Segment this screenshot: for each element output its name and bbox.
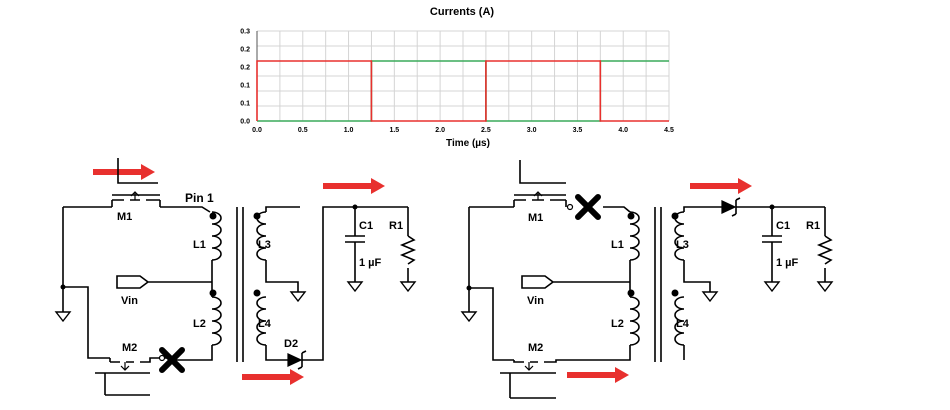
m1-label: M1 <box>117 211 132 223</box>
vin-terminal <box>116 275 212 289</box>
c1-value: 1 µF <box>359 257 382 269</box>
ground-symbol <box>290 291 306 302</box>
y-tick-label: 0.0 <box>240 119 250 126</box>
m1-label: M1 <box>528 212 543 224</box>
ground-symbol <box>55 311 71 322</box>
x-axis-ticks: 0.0 0.5 1.0 1.5 2.0 2.5 3.0 3.5 4.0 4.5 <box>252 127 674 134</box>
y-tick-label: 0.2 <box>240 47 250 54</box>
off-cross-icon <box>578 197 598 217</box>
x-tick-label: 1.5 <box>389 127 399 134</box>
l1-label: L1 <box>611 239 624 251</box>
x-tick-label: 0.5 <box>298 127 308 134</box>
current-arrow-output <box>690 178 752 194</box>
m2-label: M2 <box>122 342 137 354</box>
l2-coil <box>629 296 640 346</box>
y-axis-ticks: 0.0 0.1 0.1 0.2 0.2 0.3 <box>240 29 250 126</box>
x-tick-label: 4.0 <box>618 127 628 134</box>
r1-resistor <box>817 207 833 292</box>
d2-diode <box>721 197 825 217</box>
vin-label: Vin <box>121 295 138 307</box>
series-line <box>256 60 669 122</box>
l2-label: L2 <box>611 318 624 330</box>
l4-label: L4 <box>676 318 690 330</box>
left-circuit: M1 Pin 1 L1 L2 Vin L3 L4 <box>55 158 416 396</box>
ground-symbol <box>347 281 363 292</box>
transformer-core <box>654 207 662 362</box>
vin-terminal <box>521 275 630 289</box>
current-arrow-m2 <box>567 367 629 383</box>
top-rail <box>63 206 211 213</box>
l3-label: L3 <box>676 239 689 251</box>
m2-transistor <box>95 357 170 396</box>
x-tick-label: 0.0 <box>252 127 262 134</box>
chart-grid <box>256 30 670 122</box>
ground-symbol <box>817 281 833 292</box>
m1-transistor <box>111 158 161 207</box>
y-tick-label: 0.3 <box>240 29 250 36</box>
c1-label: C1 <box>359 220 373 232</box>
current-arrow-d2 <box>242 369 304 385</box>
x-axis-label: Time (µs) <box>446 138 490 149</box>
l1-label: L1 <box>193 239 206 251</box>
current-arrow-m1 <box>93 164 155 180</box>
ground-symbol <box>461 311 477 322</box>
pin1-label: Pin 1 <box>185 191 214 205</box>
r1-label: R1 <box>389 220 403 232</box>
right-circuit: M1 L1 L2 Vin L3 L4 <box>461 160 833 399</box>
d2-label: D2 <box>284 338 298 350</box>
r1-resistor <box>400 207 416 292</box>
l3-label: L3 <box>258 239 271 251</box>
chart-title: Currents (A) <box>430 6 495 18</box>
l4-label: L4 <box>258 318 272 330</box>
c1-label: C1 <box>776 220 790 232</box>
ground-symbol <box>702 291 718 302</box>
current-arrow-output <box>323 178 385 194</box>
d2-diode <box>287 206 355 370</box>
m1-transistor <box>513 160 567 207</box>
chart-series <box>256 60 669 122</box>
y-tick-label: 0.2 <box>240 65 250 72</box>
x-tick-label: 2.5 <box>481 127 491 134</box>
ground-symbol <box>400 281 416 292</box>
c1-capacitor <box>762 207 782 292</box>
m2-transistor <box>500 359 560 399</box>
l2-label: L2 <box>193 318 206 330</box>
c1-value: 1 µF <box>776 257 799 269</box>
m2-label: M2 <box>528 342 543 354</box>
ground-symbol <box>764 281 780 292</box>
y-tick-label: 0.1 <box>240 101 250 108</box>
currents-chart: Currents (A) 0.0 0.1 0.1 0.2 0.2 0.3 0.0 0.5 1.… <box>240 6 674 149</box>
c1-capacitor <box>345 207 365 292</box>
x-tick-label: 3.0 <box>527 127 537 134</box>
x-tick-label: 4.5 <box>664 127 674 134</box>
r1-label: R1 <box>806 220 820 232</box>
x-tick-label: 1.0 <box>344 127 354 134</box>
y-tick-label: 0.1 <box>240 83 250 90</box>
x-tick-label: 3.5 <box>573 127 583 134</box>
l2-coil <box>211 296 222 346</box>
transformer-core <box>236 207 244 362</box>
x-tick-label: 2.0 <box>435 127 445 134</box>
vin-label: Vin <box>527 295 544 307</box>
